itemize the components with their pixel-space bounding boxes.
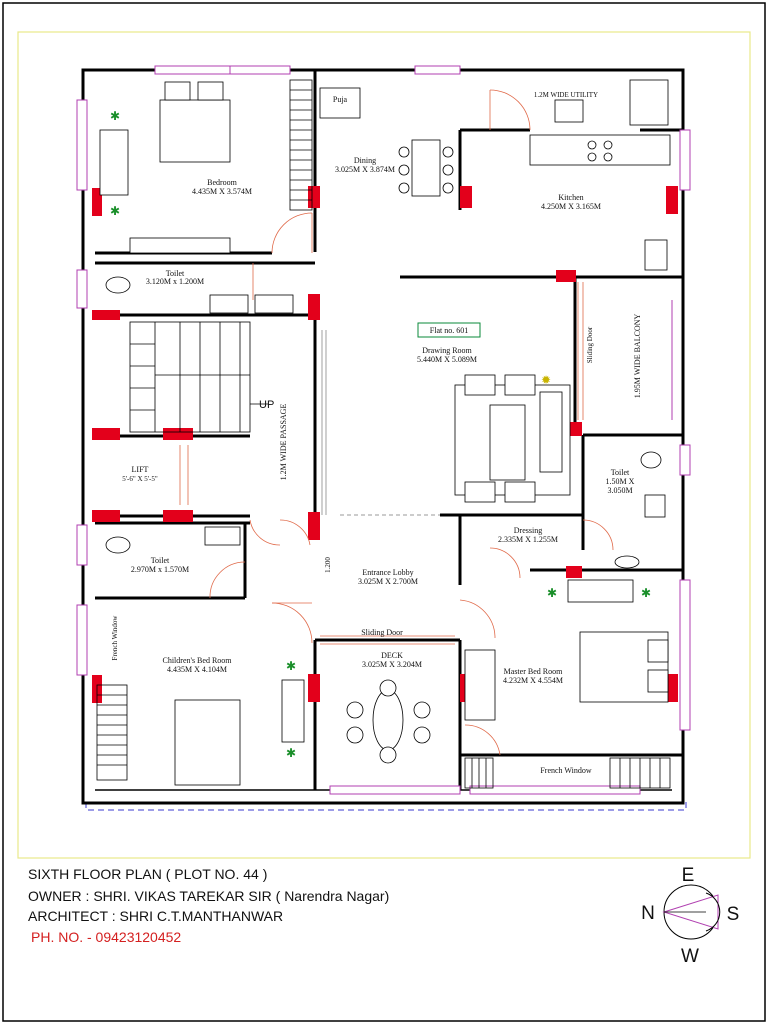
utility-name: 1.2M WIDE UTILITY — [534, 91, 598, 99]
drawing-frame — [17, 31, 751, 859]
architect-line: ARCHITECT : SHRI C.T.MANTHANWAR — [28, 908, 284, 924]
furniture — [99, 79, 671, 786]
toilet-top-name: Toilet — [166, 269, 185, 278]
toilet-right-size2: 3.050M — [607, 486, 632, 495]
dressing-size: 2.335M X 1.255M — [498, 535, 558, 544]
lift-name: LIFT — [132, 465, 149, 474]
toilet-left-name: Toilet — [151, 556, 170, 565]
drawing-size: 5.440M X 5.089M — [417, 355, 477, 364]
toilet-right-name: Toilet — [611, 468, 630, 477]
dining-name: Dining — [354, 156, 376, 165]
plan-title: SIXTH FLOOR PLAN ( PLOT NO. 44 ) — [28, 866, 268, 882]
shaft-hatch — [96, 79, 671, 789]
bed-bedroom — [159, 99, 231, 163]
lobby-size: 3.025M X 2.700M — [358, 577, 418, 586]
children-name: Children's Bed Room — [163, 656, 233, 665]
compass-east: E — [682, 865, 695, 886]
sliding-door-v: Sliding Door — [586, 326, 594, 363]
compass-north: N — [641, 903, 655, 924]
compass-south: S — [727, 904, 740, 925]
lobby-name: Entrance Lobby — [362, 568, 413, 577]
passage-name: 1.2M WIDE PASSAGE — [279, 404, 288, 481]
flat-no: Flat no. 601 — [430, 326, 468, 335]
drawing-name: Drawing Room — [422, 346, 472, 355]
toilet-right-size1: 1.50M X — [606, 477, 635, 486]
passage-rail — [321, 330, 440, 516]
plant-icon: ✱ — [641, 586, 651, 600]
plant-icon: ✱ — [110, 109, 120, 123]
master-size: 4.232M X 4.554M — [503, 676, 563, 685]
puja-unit — [319, 87, 361, 119]
bedroom-name: Bedroom — [207, 178, 238, 187]
phone-number: PH. NO. - 09423120452 — [31, 929, 182, 945]
plant-icon: ✱ — [286, 746, 296, 760]
kitchen-size: 4.250M X 3.165M — [541, 202, 601, 211]
lamp-icon: ✹ — [541, 373, 551, 387]
french-window-bottom: French Window — [540, 766, 592, 775]
staircase — [129, 321, 268, 433]
doors — [179, 89, 614, 756]
kitchen-name: Kitchen — [558, 193, 583, 202]
compass-west: W — [681, 946, 699, 967]
balcony-name: 1.95M WIDE BALCONY — [633, 314, 642, 399]
bedroom-size: 4.435M X 3.574M — [192, 187, 252, 196]
dressing-name: Dressing — [514, 526, 542, 535]
deck-size: 3.025M X 3.204M — [362, 660, 422, 669]
sliding-door-h: Sliding Door — [361, 628, 403, 637]
plant-icon: ✱ — [110, 204, 120, 218]
toilet-top-size: 3.120M x 1.200M — [146, 277, 204, 286]
master-name: Master Bed Room — [504, 667, 563, 676]
plants: ✱ ✱ ✱ ✱ ✱ ✱ ✹ — [110, 109, 651, 760]
compass: N E S W — [641, 865, 739, 967]
owner-line: OWNER : SHRI. VIKAS TAREKAR SIR ( Narend… — [28, 888, 390, 904]
columns — [92, 186, 678, 703]
dining-table — [411, 139, 441, 197]
lift-size: 5'-6" X 5'-5" — [122, 475, 158, 483]
plant-icon: ✱ — [286, 659, 296, 673]
children-size: 4.435M X 4.104M — [167, 665, 227, 674]
puja-name: Puja — [333, 95, 348, 104]
dining-size: 3.025M X 3.874M — [335, 165, 395, 174]
windows — [76, 65, 691, 795]
room-labels: Bedroom 4.435M X 3.574M Puja Dining 3.02… — [111, 91, 642, 775]
plant-icon: ✱ — [547, 586, 557, 600]
flat-no-box — [417, 322, 481, 338]
lobby-dimension: 1.200 — [324, 557, 332, 573]
french-window-left: French Window — [111, 615, 119, 661]
stair-up-label: UP — [259, 399, 274, 411]
bed-children — [174, 699, 241, 786]
deck-table — [372, 689, 404, 751]
kitchen-counter — [529, 134, 671, 166]
toilet-left-size: 2.970M x 1.570M — [131, 565, 189, 574]
deck-name: DECK — [381, 651, 403, 660]
